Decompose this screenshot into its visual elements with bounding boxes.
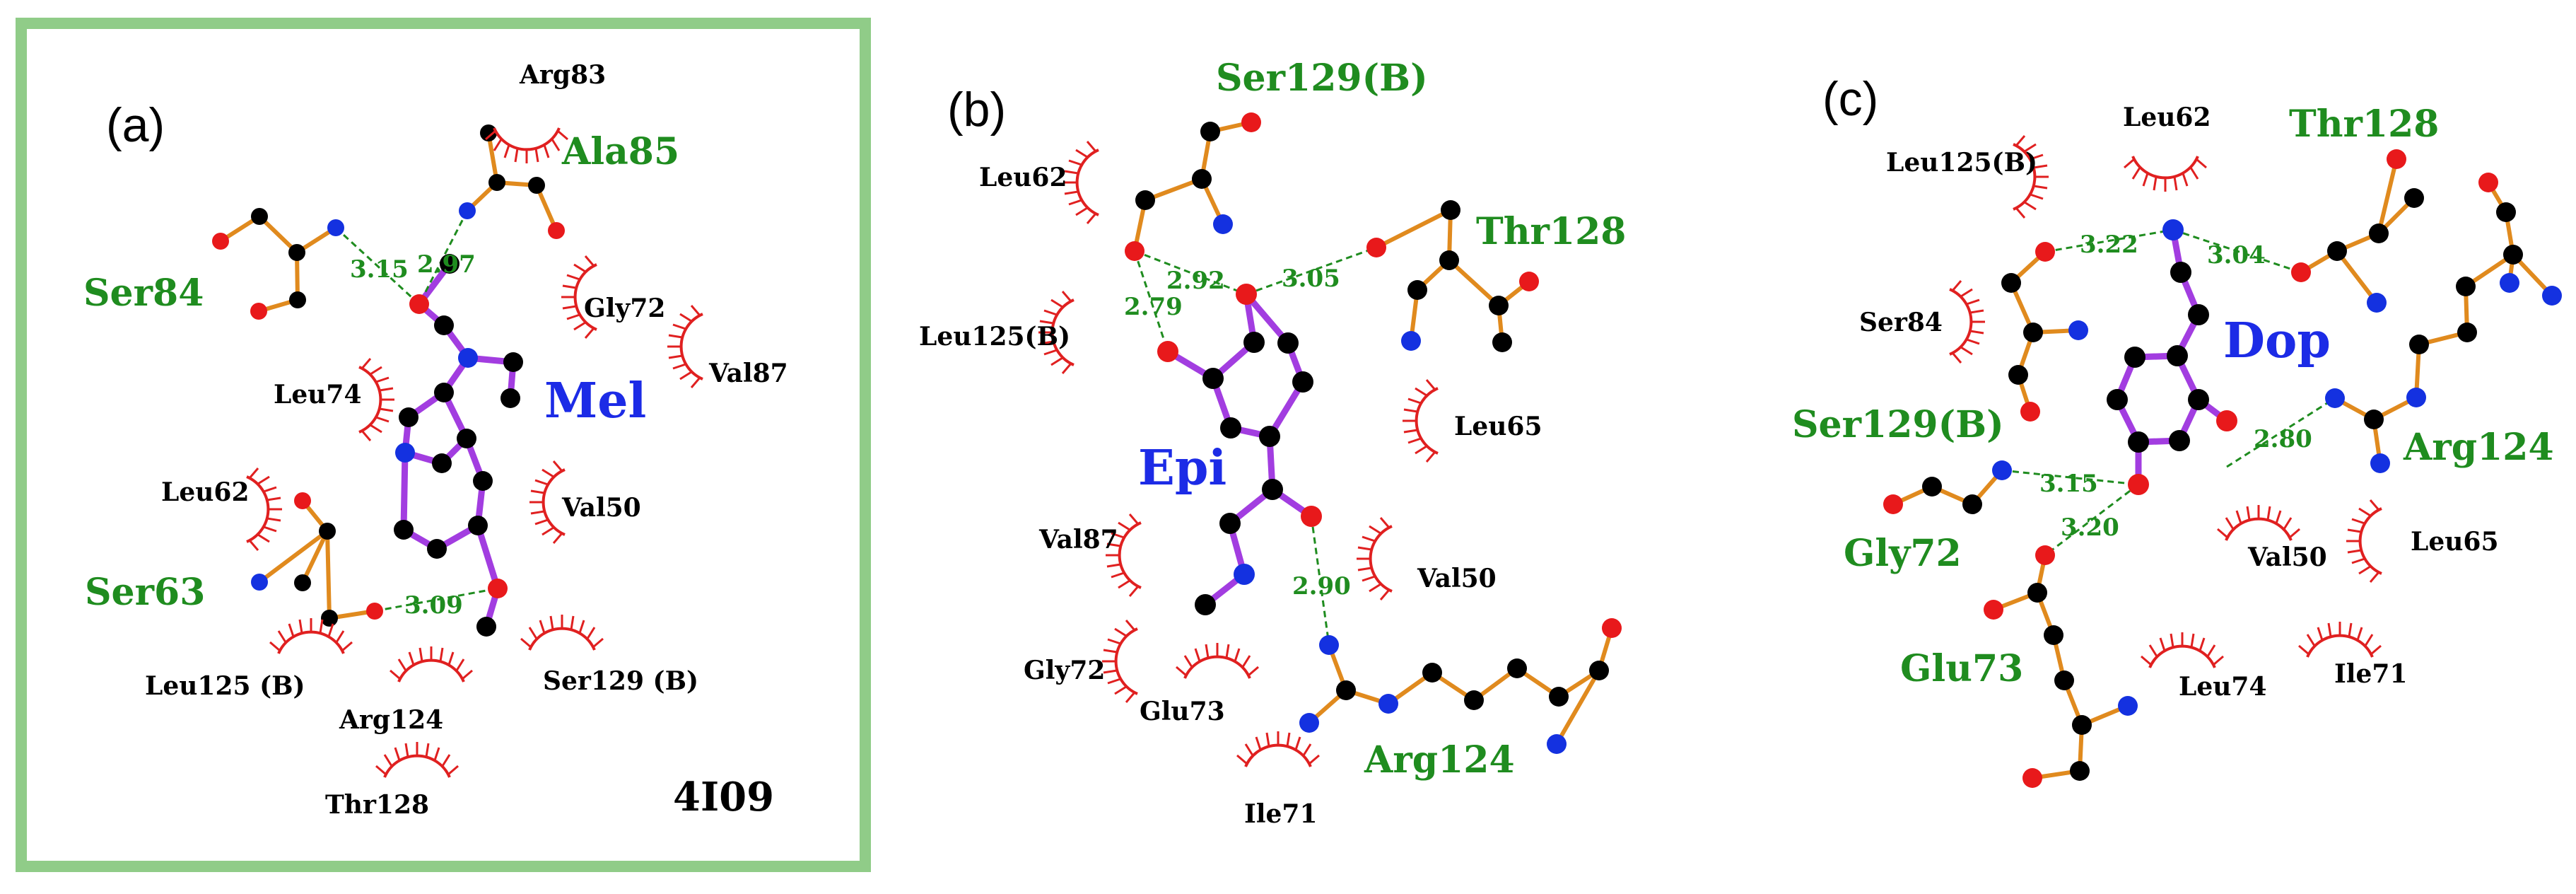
hydrophobic-residue-ser129b: Ser129 (B): [543, 666, 698, 696]
hydrophobic-arc-icon: [2123, 155, 2208, 193]
hydrophobic-arc-icon: [1355, 516, 1393, 601]
panel-a-hbonds: [334, 210, 498, 613]
panel-a-atoms: [212, 124, 565, 637]
hydrophobic-residue-leu125b: Leu125(B): [919, 322, 1070, 352]
panel-b-atoms: [1125, 112, 1622, 754]
hydrophobic-arc-icon: [1175, 642, 1260, 680]
hbond-residue-glu73: Glu73: [1900, 647, 2023, 690]
hydrophobic-residue-val87: Val87: [708, 359, 788, 388]
distance-label: 2.97: [417, 250, 476, 279]
distance-label: 2.79: [1124, 293, 1183, 321]
hydrophobic-residue-leu62: Leu62: [979, 163, 1067, 192]
hbond-residue-ala85: Ala85: [561, 130, 679, 173]
hydrophobic-residue-leu74: Leu74: [2179, 672, 2267, 702]
panel-a-ligand-bonds: [400, 260, 517, 630]
hbond-residue-ser84: Ser84: [83, 272, 204, 315]
ligand-label-mel: Mel: [544, 373, 646, 429]
hydrophobic-residue-gly72: Gly72: [584, 294, 665, 323]
hydrophobic-arc-icon: [2345, 499, 2383, 584]
hydrophobic-arc-icon: [1101, 619, 1139, 704]
distance-label: 2.80: [2254, 425, 2312, 453]
ligand-label-dop: Dop: [2223, 313, 2331, 369]
hydrophobic-arc-icon: [1401, 378, 1439, 463]
panel-b-hbonds: [1133, 246, 1377, 646]
hydrophobic-residue-leu62: Leu62: [161, 477, 250, 507]
distance-label: 3.04: [2207, 241, 2266, 269]
panel-a: (a): [16, 18, 871, 872]
hydrophobic-residue-ser84: Ser84: [1859, 308, 1943, 337]
panel-a-residue-bonds: [218, 131, 558, 620]
hydrophobic-arc-icon: [358, 357, 396, 442]
hydrophobic-arc-icon: [375, 741, 459, 779]
hydrophobic-residue-leu62: Leu62: [2123, 103, 2211, 132]
panel-c: (c): [1792, 72, 2562, 788]
hbond-residue-thr128: Thr128: [1476, 210, 1626, 253]
hydrophobic-arc-icon: [269, 617, 353, 655]
hydrophobic-residue-arg124: Arg124: [339, 705, 443, 735]
panel-c-label: (c): [1822, 72, 1878, 126]
hydrophobic-arc-icon: [2297, 620, 2382, 658]
hydrophobic-arc-icon: [1948, 279, 1986, 364]
hydrophobic-residue-leu125b: Leu125(B): [1886, 148, 2037, 178]
hydrophobic-arc-icon: [2216, 504, 2301, 542]
hbond-residue-thr128: Thr128: [2289, 103, 2439, 146]
hydrophobic-residue-leu74: Leu74: [274, 380, 362, 410]
panel-b-label: (b): [947, 83, 1006, 137]
hydrophobic-arc-icon: [666, 304, 704, 389]
pdb-code: 4I09: [673, 774, 774, 820]
hydrophobic-residue-leu125b: Leu125 (B): [145, 671, 305, 701]
hbond-residue-ser129b: Ser129(B): [1216, 57, 1428, 100]
hydrophobic-arc-icon: [520, 613, 604, 651]
hydrophobic-arc-icon: [1236, 730, 1321, 768]
distance-label: 3.20: [2061, 513, 2119, 542]
distance-label: 3.15: [2039, 470, 2098, 498]
hbond-residue-arg124: Arg124: [1364, 738, 1515, 782]
hydrophobic-arc-icon: [245, 467, 283, 552]
hydrophobic-residue-ile71: Ile71: [1244, 799, 1318, 829]
hydrophobic-arc-icon: [2140, 631, 2225, 669]
distance-label: 3.05: [1282, 265, 1340, 293]
hbond-residue-ser129b: Ser129(B): [1792, 403, 2004, 446]
hydrophobic-arc-icon: [1062, 140, 1100, 225]
hydrophobic-residue-arg83: Arg83: [519, 60, 606, 90]
distance-label: 3.15: [350, 255, 409, 284]
hbond-residue-gly72: Gly72: [1844, 532, 1962, 575]
hydrophobic-arc-icon: [389, 645, 474, 683]
distance-label: 2.90: [1292, 572, 1351, 600]
distance-label: 3.09: [404, 591, 463, 620]
hydrophobic-residue-val50: Val50: [561, 493, 641, 523]
ligand-label-epi: Epi: [1138, 440, 1226, 497]
distance-label: 3.22: [2080, 231, 2138, 259]
hydrophobic-residue-thr128: Thr128: [325, 790, 429, 820]
hydrophobic-residue-ile71: Ile71: [2334, 659, 2408, 689]
panel-a-label: (a): [106, 98, 165, 152]
hydrophobic-arc-icon: [528, 460, 566, 545]
hydrophobic-residue-val50: Val50: [1417, 564, 1497, 593]
panel-c-hydrophobic-arcs: [1948, 134, 2383, 669]
panel-a-frame: [16, 18, 871, 872]
hydrophobic-residue-glu73: Glu73: [1140, 697, 1225, 726]
panel-c-hbonds: [2001, 228, 2336, 557]
hydrophobic-residue-gly72: Gly72: [1024, 656, 1105, 685]
hydrophobic-residue-val50: Val50: [2247, 542, 2327, 572]
distance-label: 2.92: [1166, 267, 1225, 295]
hydrophobic-arc-icon: [484, 127, 569, 165]
hydrophobic-residue-leu65: Leu65: [1454, 412, 1542, 441]
hbond-residue-arg124: Arg124: [2403, 426, 2554, 469]
hydrophobic-residue-leu65: Leu65: [2411, 527, 2499, 557]
hbond-residue-ser63: Ser63: [85, 571, 205, 614]
panel-b: (b): [919, 57, 1626, 829]
hydrophobic-residue-val87: Val87: [1038, 525, 1118, 555]
panel-c-atoms: [1883, 149, 2562, 788]
